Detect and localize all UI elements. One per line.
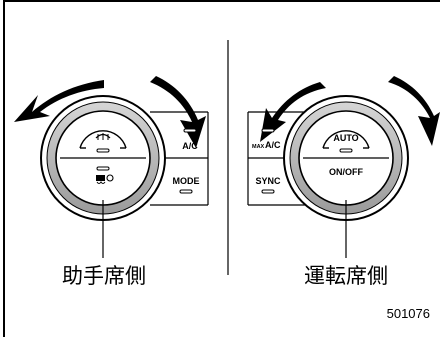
auto-indicator [339, 148, 353, 153]
sync-button[interactable]: SYNC [255, 176, 281, 194]
defroster-indicator [96, 148, 110, 153]
front-defroster-icon [95, 133, 111, 140]
fresh-air-mode-icon [96, 174, 114, 184]
rotate-right-arrow-driver [388, 76, 440, 146]
sync-indicator [261, 189, 275, 194]
driver-side-caption: 運転席側 [304, 264, 388, 288]
passenger-side-panel: A/C MODE 助手席側 [14, 76, 209, 288]
max-ac-prefix: MAX [252, 144, 265, 150]
right-dial[interactable]: AUTO ON/OFF [283, 95, 409, 221]
figure-number: 501076 [387, 306, 430, 321]
max-ac-label: A/C [265, 140, 281, 150]
left-dial[interactable] [40, 95, 166, 221]
auto-button-label: AUTO [333, 133, 358, 143]
figure-frame [3, 0, 440, 337]
mode-button[interactable]: MODE [173, 176, 200, 194]
on-off-button-label: ON/OFF [329, 167, 363, 177]
max-ac-button[interactable]: MAX A/C [252, 128, 281, 150]
ac-button-label: A/C [182, 141, 198, 151]
mode-button-label: MODE [173, 176, 200, 186]
sync-button-label: SYNC [255, 176, 281, 186]
mode-indicator [96, 166, 110, 171]
ac-button[interactable]: A/C [182, 128, 198, 151]
ac-indicator [183, 128, 197, 133]
max-ac-indicator [261, 128, 275, 133]
mode-button-indicator [179, 189, 193, 194]
driver-side-panel: MAX A/C SYNC AUTO ON/OFF 運転席側 [247, 76, 440, 288]
passenger-side-caption: 助手席側 [62, 264, 146, 288]
rotate-left-arrow-driver [260, 82, 326, 142]
rotate-left-arrow [14, 80, 104, 122]
